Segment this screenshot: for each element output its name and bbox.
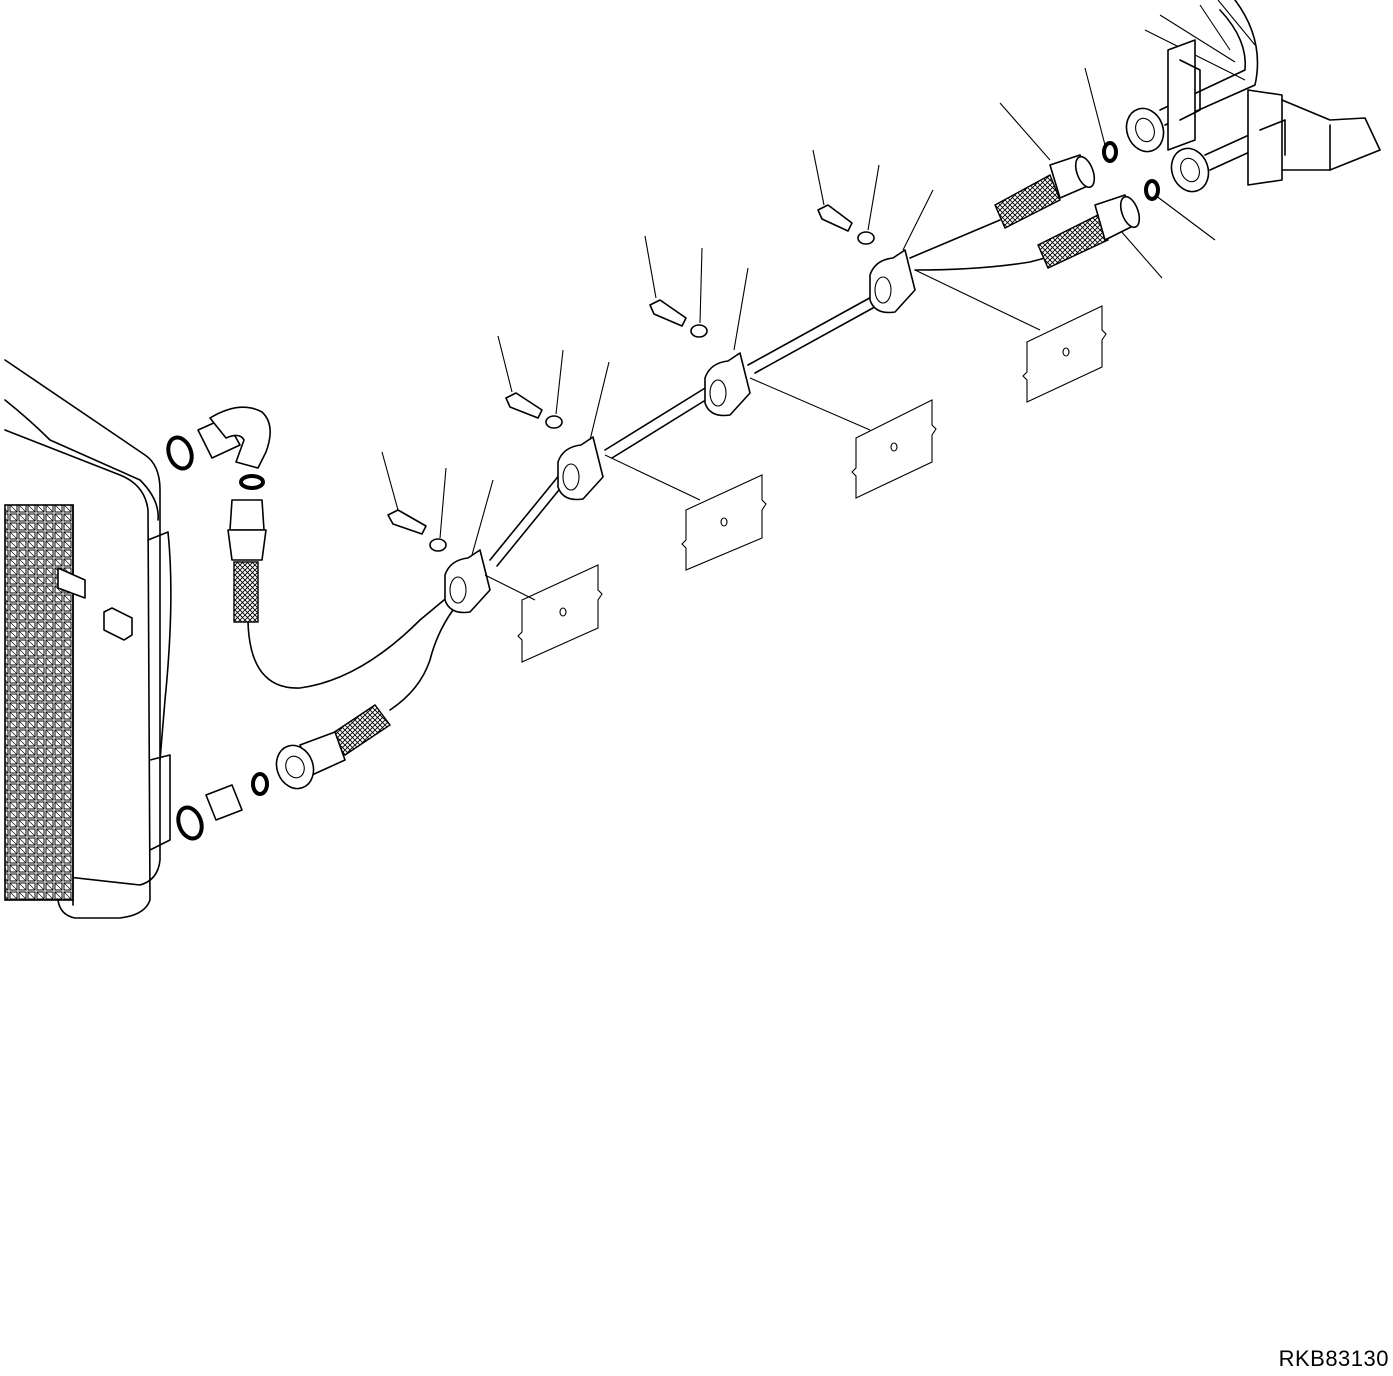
valve-block	[1125, 0, 1381, 193]
hose-left-lower	[176, 589, 471, 841]
clamp-1	[444, 549, 491, 614]
detail-plate-2	[681, 474, 767, 571]
clamp-3	[704, 352, 751, 417]
detail-plate-1	[517, 564, 603, 663]
bolt-washer-1	[387, 509, 447, 552]
elbow-fitting	[166, 406, 271, 490]
clamp-2	[557, 436, 604, 501]
bolt-washer-2	[505, 392, 563, 429]
detail-plate-4	[1022, 305, 1107, 403]
clamp-4	[869, 249, 916, 314]
oil-cooler-radiator	[4, 359, 172, 919]
hose-end-lower-right	[1037, 179, 1160, 269]
hose-left-upper	[227, 499, 451, 689]
detail-plate-3	[851, 399, 937, 499]
leader-lines	[381, 0, 1256, 601]
hose-end-upper-right	[994, 141, 1118, 229]
bolt-washer-4	[817, 204, 875, 245]
drawing-code: RKB83130	[1278, 1346, 1389, 1371]
main-hose-run	[489, 219, 1046, 567]
bolt-washer-3	[649, 299, 708, 338]
